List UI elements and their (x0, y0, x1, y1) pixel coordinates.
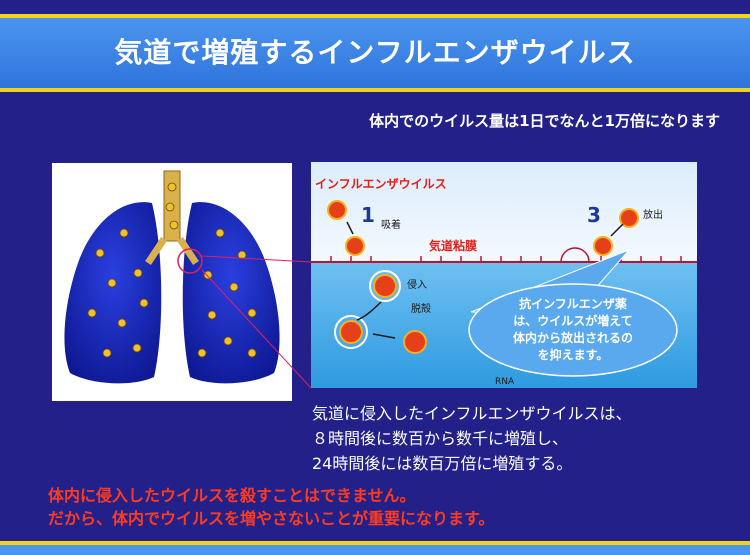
description-line-2: ８時間後に数百から数千に増殖し、 (312, 429, 569, 448)
title-bar (0, 18, 750, 88)
zoom-circle (177, 248, 203, 274)
virus-particles (87, 182, 257, 358)
mucosa-label: 気道粘膜 (429, 238, 477, 253)
description: 気道に侵入したインフルエンザウイルスは、 ８時間後に数百から数千に増殖し、 24… (312, 401, 632, 476)
callout: 抗インフルエンザ薬 は、ウイルスが増えて 体内から放出されるの を抑えます。 (468, 249, 678, 377)
mechanism-svg: インフルエンザウイルス 1 吸着 3 放出 侵入 脱殻 気道粘膜 RNA 抗イ (311, 162, 697, 388)
yellow-stripe-top (0, 14, 750, 18)
callout-line-4: を抑えます。 (538, 347, 609, 362)
receptors (330, 256, 682, 262)
step-3-number: 3 (587, 203, 601, 227)
step-uncoating-label: 脱殻 (411, 302, 431, 315)
callout-line-3: 体内から放出されるの (513, 330, 633, 345)
left-lung (64, 202, 162, 384)
description-line-3: 24時間後には数百万倍に増殖する。 (312, 454, 573, 473)
budding-site (560, 247, 590, 263)
step-3-label: 放出 (643, 208, 663, 221)
bronchi (145, 237, 199, 265)
right-lung (182, 202, 280, 384)
lung-image (64, 170, 280, 384)
yellow-stripe-under-title (0, 88, 750, 92)
bottom-band (0, 545, 750, 555)
vesicle-2 (334, 315, 368, 349)
mechanism-diagram: インフルエンザウイルス 1 吸着 3 放出 侵入 脱殻 気道粘膜 RNA 抗イ (311, 162, 697, 388)
slide-subtitle: 体内でのウイルス量は1日でなんと1万倍になります (369, 112, 720, 130)
step-invasion-label: 侵入 (407, 279, 427, 291)
virus-label: インフルエンザウイルス (315, 177, 447, 191)
description-line-1: 気道に侵入したインフルエンザウイルスは、 (312, 404, 632, 423)
callout-line-2: は、ウイルスが増えて (513, 313, 632, 328)
flow-arrows (346, 221, 624, 339)
callout-line-1: 抗インフルエンザ薬 (519, 296, 627, 311)
top-band (0, 0, 750, 14)
lung-illustration (52, 163, 292, 401)
step-1-label: 吸着 (381, 218, 401, 231)
warning-text: 体内に侵入したウイルスを殺すことはできません。 だから、体内でウイルスを増やさな… (48, 484, 494, 530)
warning-line-1: 体内に侵入したウイルスを殺すことはできません。 (48, 486, 416, 505)
slide-title: 気道で増殖するインフルエンザウイルス (114, 36, 636, 69)
virus-icons (327, 200, 639, 354)
yellow-stripe-bottom (0, 541, 750, 545)
step-1-number: 1 (361, 203, 375, 227)
rna-label: RNA (495, 377, 515, 387)
vesicle-1 (369, 270, 401, 302)
warning-line-2: だから、体内でウイルスを増やさないことが重要になります。 (48, 509, 495, 528)
